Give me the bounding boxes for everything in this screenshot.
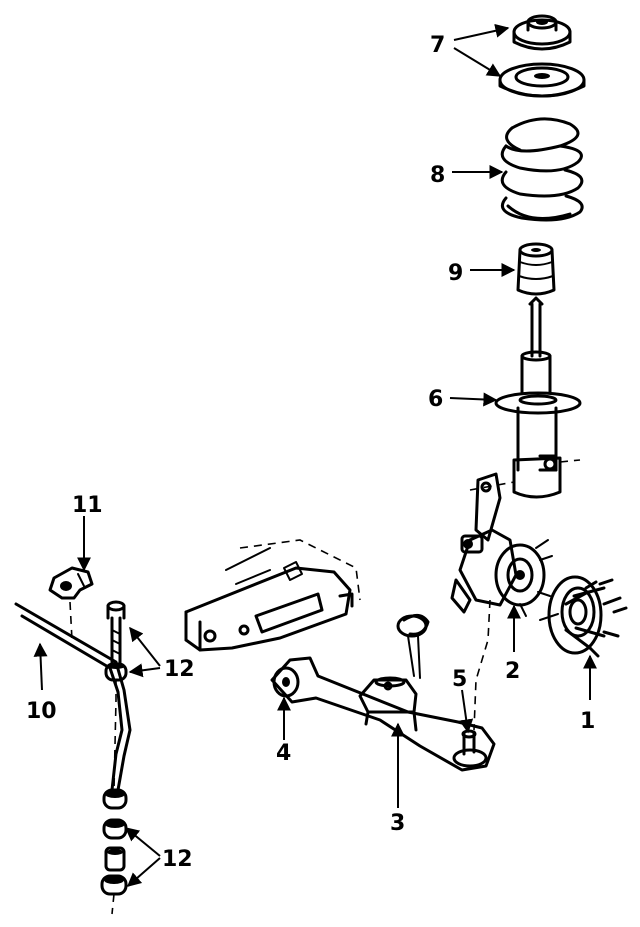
stabilizer-link-bushings xyxy=(100,788,128,915)
spring-upper-seat xyxy=(498,62,586,98)
callout-12-upper: 12 xyxy=(164,657,195,682)
strut-assembly xyxy=(469,296,582,499)
callout-9: 9 xyxy=(448,261,463,286)
callout-6: 6 xyxy=(428,387,443,412)
wheel-hub xyxy=(539,575,628,658)
callout-1: 1 xyxy=(580,709,595,734)
callout-11: 11 xyxy=(72,493,103,518)
strut-mount xyxy=(512,14,572,51)
callout-3: 3 xyxy=(390,811,405,836)
leader-lines xyxy=(33,23,597,887)
callout-7: 7 xyxy=(430,33,445,58)
stabilizer-bracket xyxy=(48,566,94,600)
callout-10: 10 xyxy=(26,699,57,724)
callout-5: 5 xyxy=(452,667,467,692)
callout-4: 4 xyxy=(276,741,291,766)
subframe xyxy=(184,539,361,652)
callout-12-lower: 12 xyxy=(162,847,193,872)
coil-spring xyxy=(500,117,584,222)
stabilizer-link-bolt xyxy=(104,600,128,791)
lower-control-arm xyxy=(270,614,496,772)
callout-2: 2 xyxy=(505,659,520,684)
jounce-bumper xyxy=(516,242,556,296)
stabilizer-bar xyxy=(14,601,132,792)
callout-8: 8 xyxy=(430,163,445,188)
